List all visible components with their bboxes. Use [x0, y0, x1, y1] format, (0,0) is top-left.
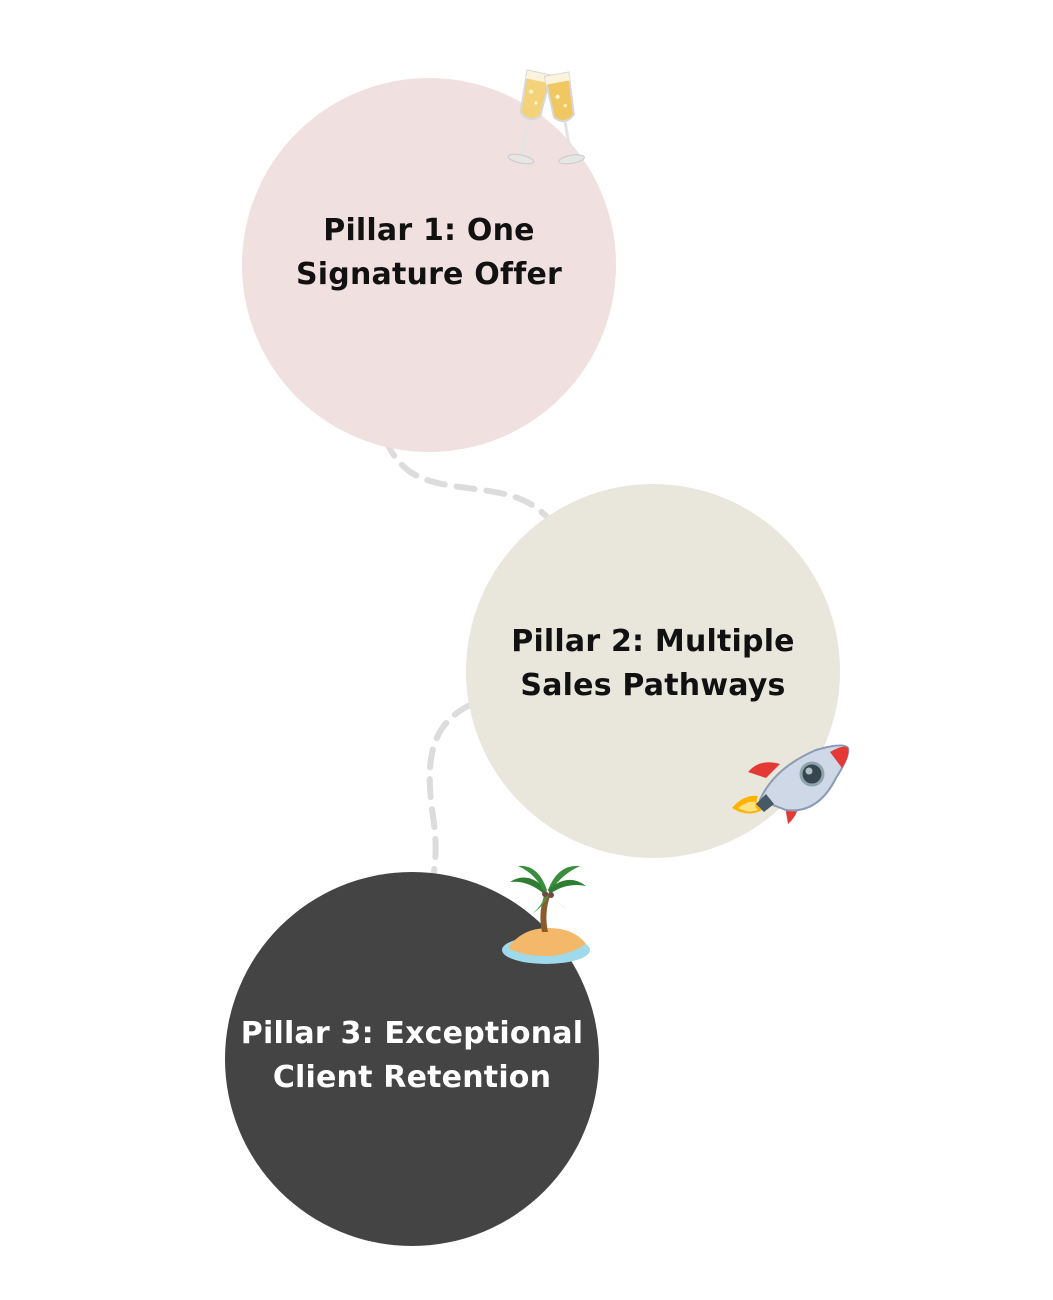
champagne-glasses-icon [507, 69, 585, 165]
pillar-2-label: Pillar 2: Multiple Sales Pathways [511, 620, 794, 708]
rocket-icon [732, 744, 850, 824]
pillar-3-title-line2: Client Retention [272, 1060, 552, 1095]
pillar-1-circle: Pillar 1: One Signature Offer [242, 78, 616, 452]
pillar-1-title-line1: Pillar 1: One [323, 213, 535, 248]
connector-2-to-3 [426, 702, 473, 875]
pillar-3-label: Pillar 3: Exceptional Client Retention [241, 1012, 583, 1100]
pillar-2-title-line2: Sales Pathways [520, 668, 786, 703]
pillar-1-title-line2: Signature Offer [296, 257, 562, 292]
desert-island-icon [502, 865, 590, 964]
pillar-1-label: Pillar 1: One Signature Offer [296, 209, 562, 297]
pillar-3-title-line1: Pillar 3: Exceptional [240, 1016, 584, 1051]
pillar-3-circle: Pillar 3: Exceptional Client Retention [225, 872, 599, 1246]
pillar-2-title-line1: Pillar 2: Multiple [511, 624, 795, 659]
